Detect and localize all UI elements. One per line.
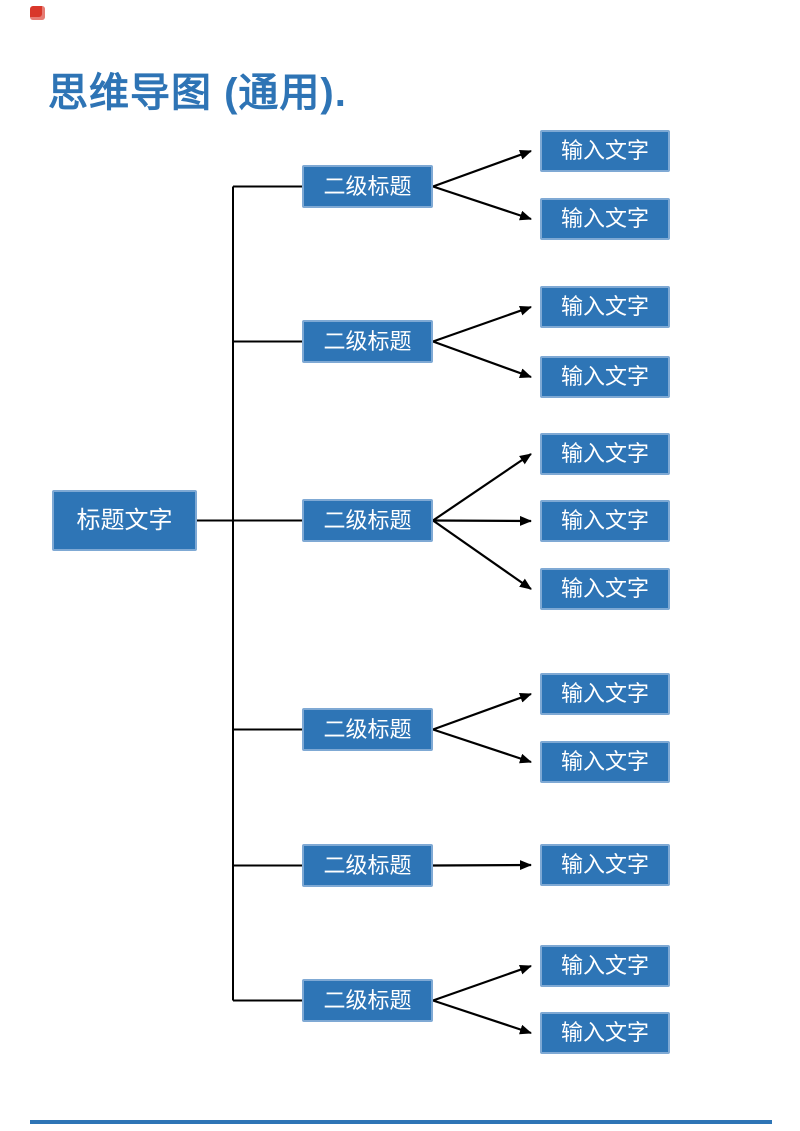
leaf-node: 输入文字 (540, 198, 670, 240)
leaf-node: 输入文字 (540, 500, 670, 542)
branch-node: 二级标题 (302, 844, 433, 887)
red-mark-icon (30, 6, 45, 20)
leaf-arrow (432, 999, 532, 1035)
leaf-arrow (432, 964, 532, 1002)
leaf-arrow (432, 453, 532, 522)
leaf-arrow (432, 519, 532, 590)
branch-node: 二级标题 (302, 165, 433, 208)
leaf-arrow (432, 728, 532, 764)
root-node: 标题文字 (52, 490, 197, 551)
leaf-node: 输入文字 (540, 741, 670, 783)
leaf-node: 输入文字 (540, 130, 670, 172)
leaf-node: 输入文字 (540, 1012, 670, 1054)
leaf-node: 输入文字 (540, 945, 670, 987)
branch-node: 二级标题 (302, 499, 433, 542)
branch-node: 二级标题 (302, 708, 433, 751)
branch-node: 二级标题 (302, 979, 433, 1022)
leaf-arrow (432, 305, 532, 343)
leaf-node: 输入文字 (540, 286, 670, 328)
branch-node: 二级标题 (302, 320, 433, 363)
leaf-arrow (432, 860, 532, 871)
page-title: 思维导图 (通用). (48, 71, 347, 115)
leaf-arrow (432, 692, 532, 731)
leaf-arrow (432, 185, 532, 221)
bottom-accent-line (30, 1120, 772, 1124)
leaf-node: 输入文字 (540, 673, 670, 715)
leaf-arrow (432, 340, 532, 379)
leaf-arrow (432, 149, 532, 188)
leaf-node: 输入文字 (540, 568, 670, 610)
leaf-arrow (432, 515, 532, 526)
leaf-node: 输入文字 (540, 844, 670, 886)
leaf-node: 输入文字 (540, 356, 670, 398)
leaf-node: 输入文字 (540, 433, 670, 475)
